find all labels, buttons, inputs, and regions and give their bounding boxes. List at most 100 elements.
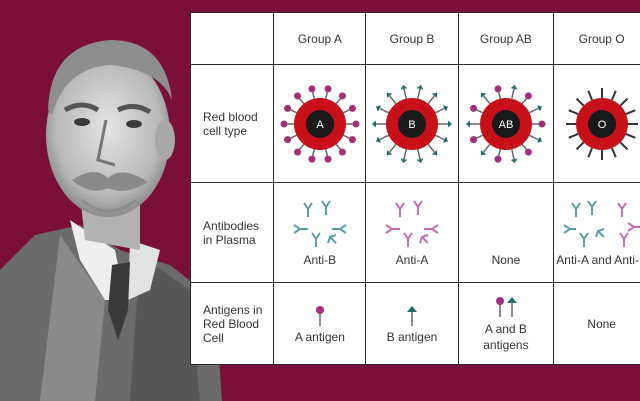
header-group-o: Group O bbox=[578, 31, 625, 46]
antigen-spike bbox=[575, 97, 584, 106]
rbc-cell-a: A bbox=[273, 64, 367, 183]
antigen-a-marker bbox=[348, 104, 356, 112]
antigen-spike bbox=[625, 132, 636, 139]
antigen-spike bbox=[482, 94, 491, 104]
antigen-spike bbox=[388, 143, 397, 153]
antigen-a-marker bbox=[538, 120, 546, 127]
header-group-a: Group A bbox=[297, 31, 342, 46]
antigen-label-o: None bbox=[587, 316, 616, 331]
antigen-spike bbox=[610, 147, 617, 158]
antigen-a-marker bbox=[308, 155, 316, 163]
antibody-label-ab: None bbox=[491, 252, 521, 267]
antigen-b-marker bbox=[442, 104, 449, 112]
antigen-icon bbox=[495, 296, 517, 317]
antigen-a-marker bbox=[524, 148, 532, 156]
antigen-b-marker bbox=[386, 92, 393, 98]
antibody-label-o: Anti-A and Anti-B bbox=[556, 252, 640, 267]
antigen-spike bbox=[435, 107, 445, 113]
antigen-b-marker bbox=[480, 92, 487, 98]
antigen-b-marker bbox=[431, 149, 438, 155]
rbc-cell-b: B bbox=[365, 64, 459, 183]
antibody-cell-a: Anti-B bbox=[273, 182, 367, 283]
antigen-a-marker bbox=[494, 155, 502, 163]
antigen-label-b: B antigen bbox=[386, 329, 438, 344]
antigen-b-marker bbox=[510, 84, 518, 90]
antibody-icon bbox=[563, 199, 640, 247]
antigen-icon bbox=[406, 305, 417, 326]
antigen-b-marker bbox=[510, 157, 518, 163]
antigen-a-marker bbox=[308, 84, 316, 92]
antigen-spike bbox=[417, 148, 421, 159]
antigen-spike bbox=[510, 148, 515, 159]
antigen-spike bbox=[403, 148, 407, 159]
antigen-spike bbox=[610, 89, 617, 100]
antigen-spike bbox=[567, 108, 578, 115]
portrait-photo bbox=[0, 40, 222, 401]
antigen-spike bbox=[529, 107, 539, 113]
antigen-a-marker bbox=[494, 84, 502, 92]
antigen-b-marker bbox=[431, 92, 438, 98]
antigen-cell-o: None bbox=[553, 282, 640, 365]
antigen-a-marker bbox=[293, 91, 301, 99]
rbc-cell-ab: AB bbox=[457, 64, 555, 183]
antibody-cell-ab: None bbox=[457, 182, 555, 283]
antibody-label-a: Anti-B bbox=[303, 252, 337, 267]
red-blood-cell-icon: AB bbox=[465, 84, 546, 163]
blood-type-table: Group A Group B Group AB Group O Red blo… bbox=[189, 12, 640, 365]
row-label-rbc: Red blood cell type bbox=[189, 64, 275, 183]
antigen-spike bbox=[417, 88, 421, 99]
antigen-spike bbox=[619, 97, 628, 106]
antigen-cell-a: A antigen bbox=[273, 282, 367, 365]
antigen-a-marker bbox=[469, 135, 477, 143]
antigen-spike bbox=[427, 143, 436, 153]
antigen-spike bbox=[510, 88, 515, 99]
red-blood-cell-icon: O bbox=[565, 87, 638, 160]
rbc-label-ab: AB bbox=[499, 119, 514, 131]
antigen-spike bbox=[403, 88, 407, 99]
antigen-b-marker bbox=[480, 149, 487, 155]
antigen-a-marker bbox=[293, 148, 301, 156]
antigen-b-marker bbox=[400, 84, 408, 90]
header-corner bbox=[189, 12, 275, 65]
antigen-b-marker bbox=[375, 135, 382, 143]
antigen-b-marker bbox=[416, 157, 424, 163]
red-blood-cell-icon: B bbox=[371, 84, 452, 163]
rbc-label-a: A bbox=[316, 119, 324, 131]
antibody-icon bbox=[293, 199, 347, 247]
antigen-a-marker bbox=[283, 135, 291, 143]
antigen-b-marker bbox=[386, 149, 393, 155]
antigen-a-marker bbox=[469, 104, 477, 112]
antigen-spike bbox=[435, 134, 445, 140]
rbc-label-o: O bbox=[597, 119, 606, 131]
antigen-a-marker bbox=[338, 148, 346, 156]
header-group-ab: Group AB bbox=[479, 31, 532, 46]
antigen-spike bbox=[586, 89, 593, 100]
antigen-b-marker bbox=[536, 135, 542, 143]
antigen-a-marker bbox=[280, 120, 288, 127]
antigen-a-marker bbox=[348, 135, 356, 143]
antigen-b-marker bbox=[371, 120, 376, 127]
antigen-a-marker bbox=[324, 84, 332, 92]
antigen-a-marker bbox=[524, 91, 532, 99]
antigen-label-ab-line2: antigens bbox=[483, 337, 529, 352]
antigen-spike bbox=[586, 147, 593, 158]
antigen-b-marker bbox=[465, 120, 470, 127]
antigen-spike bbox=[567, 132, 578, 139]
antigen-spike bbox=[529, 134, 539, 140]
antigen-label-a: A antigen bbox=[294, 329, 345, 344]
antigen-spike bbox=[427, 94, 436, 104]
antibody-icon bbox=[385, 199, 439, 247]
red-blood-cell-icon: A bbox=[280, 84, 360, 163]
antigen-icon bbox=[315, 305, 324, 326]
antigen-spike bbox=[482, 143, 491, 153]
row-label-antibodies: Antibodies in Plasma bbox=[189, 182, 275, 283]
rbc-cell-o: O bbox=[553, 64, 640, 183]
rbc-label-b: B bbox=[408, 119, 415, 131]
antigen-cell-ab: A and B antigens bbox=[457, 282, 555, 365]
antigen-b-marker bbox=[447, 120, 452, 127]
antigen-b-marker bbox=[442, 135, 449, 143]
antigen-spike bbox=[619, 141, 628, 150]
antigen-spike bbox=[379, 107, 389, 113]
antigen-spike bbox=[379, 134, 389, 140]
antigen-a-marker bbox=[283, 104, 291, 112]
